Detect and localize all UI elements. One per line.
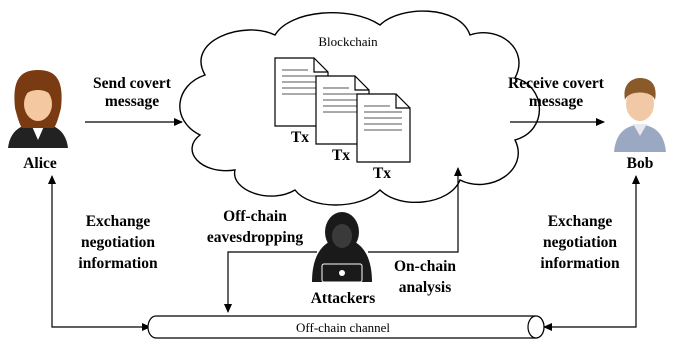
left-exchange-line2: negotiation xyxy=(81,234,155,251)
onchain-analysis-line2: analysis xyxy=(399,279,452,296)
offchain-eaves-line2: eavesdropping xyxy=(207,229,303,246)
offchain-channel: Off-chain channel xyxy=(147,315,545,339)
offchain-eaves-line1: Off-chain xyxy=(223,208,287,225)
transaction-doc-1 xyxy=(274,57,329,127)
tx-label-2: Tx xyxy=(332,147,350,164)
right-exchange-connector xyxy=(543,175,640,331)
left-exchange-connector xyxy=(48,175,151,331)
left-exchange-line1: Exchange xyxy=(86,213,151,230)
bob-avatar-icon xyxy=(614,78,666,152)
receive-label-line2: message xyxy=(529,93,583,110)
right-exchange-line3: information xyxy=(540,255,620,272)
right-exchange-line2: negotiation xyxy=(543,234,617,251)
alice-label: Alice xyxy=(23,155,57,172)
transaction-doc-3 xyxy=(356,93,411,163)
bob-label: Bob xyxy=(627,155,654,172)
tx-label-1: Tx xyxy=(291,129,309,146)
receive-label-line1: Receive covert xyxy=(508,75,605,92)
right-exchange-line1: Exchange xyxy=(548,213,613,230)
tx-label-3: Tx xyxy=(373,165,391,182)
left-exchange-line3: information xyxy=(78,255,158,272)
attackers-label: Attackers xyxy=(311,290,376,307)
send-label-line1: Send covert xyxy=(93,75,172,92)
attacker-icon xyxy=(312,212,372,283)
send-label-line2: message xyxy=(105,93,159,110)
alice-avatar-icon xyxy=(8,70,68,148)
channel-label: Off-chain channel xyxy=(296,320,390,335)
transaction-doc-2 xyxy=(315,75,370,145)
onchain-analysis-connector xyxy=(368,167,462,253)
onchain-analysis-line1: On-chain xyxy=(394,258,456,275)
blockchain-label: Blockchain xyxy=(318,34,378,49)
offchain-eavesdropping-connector xyxy=(224,251,317,313)
